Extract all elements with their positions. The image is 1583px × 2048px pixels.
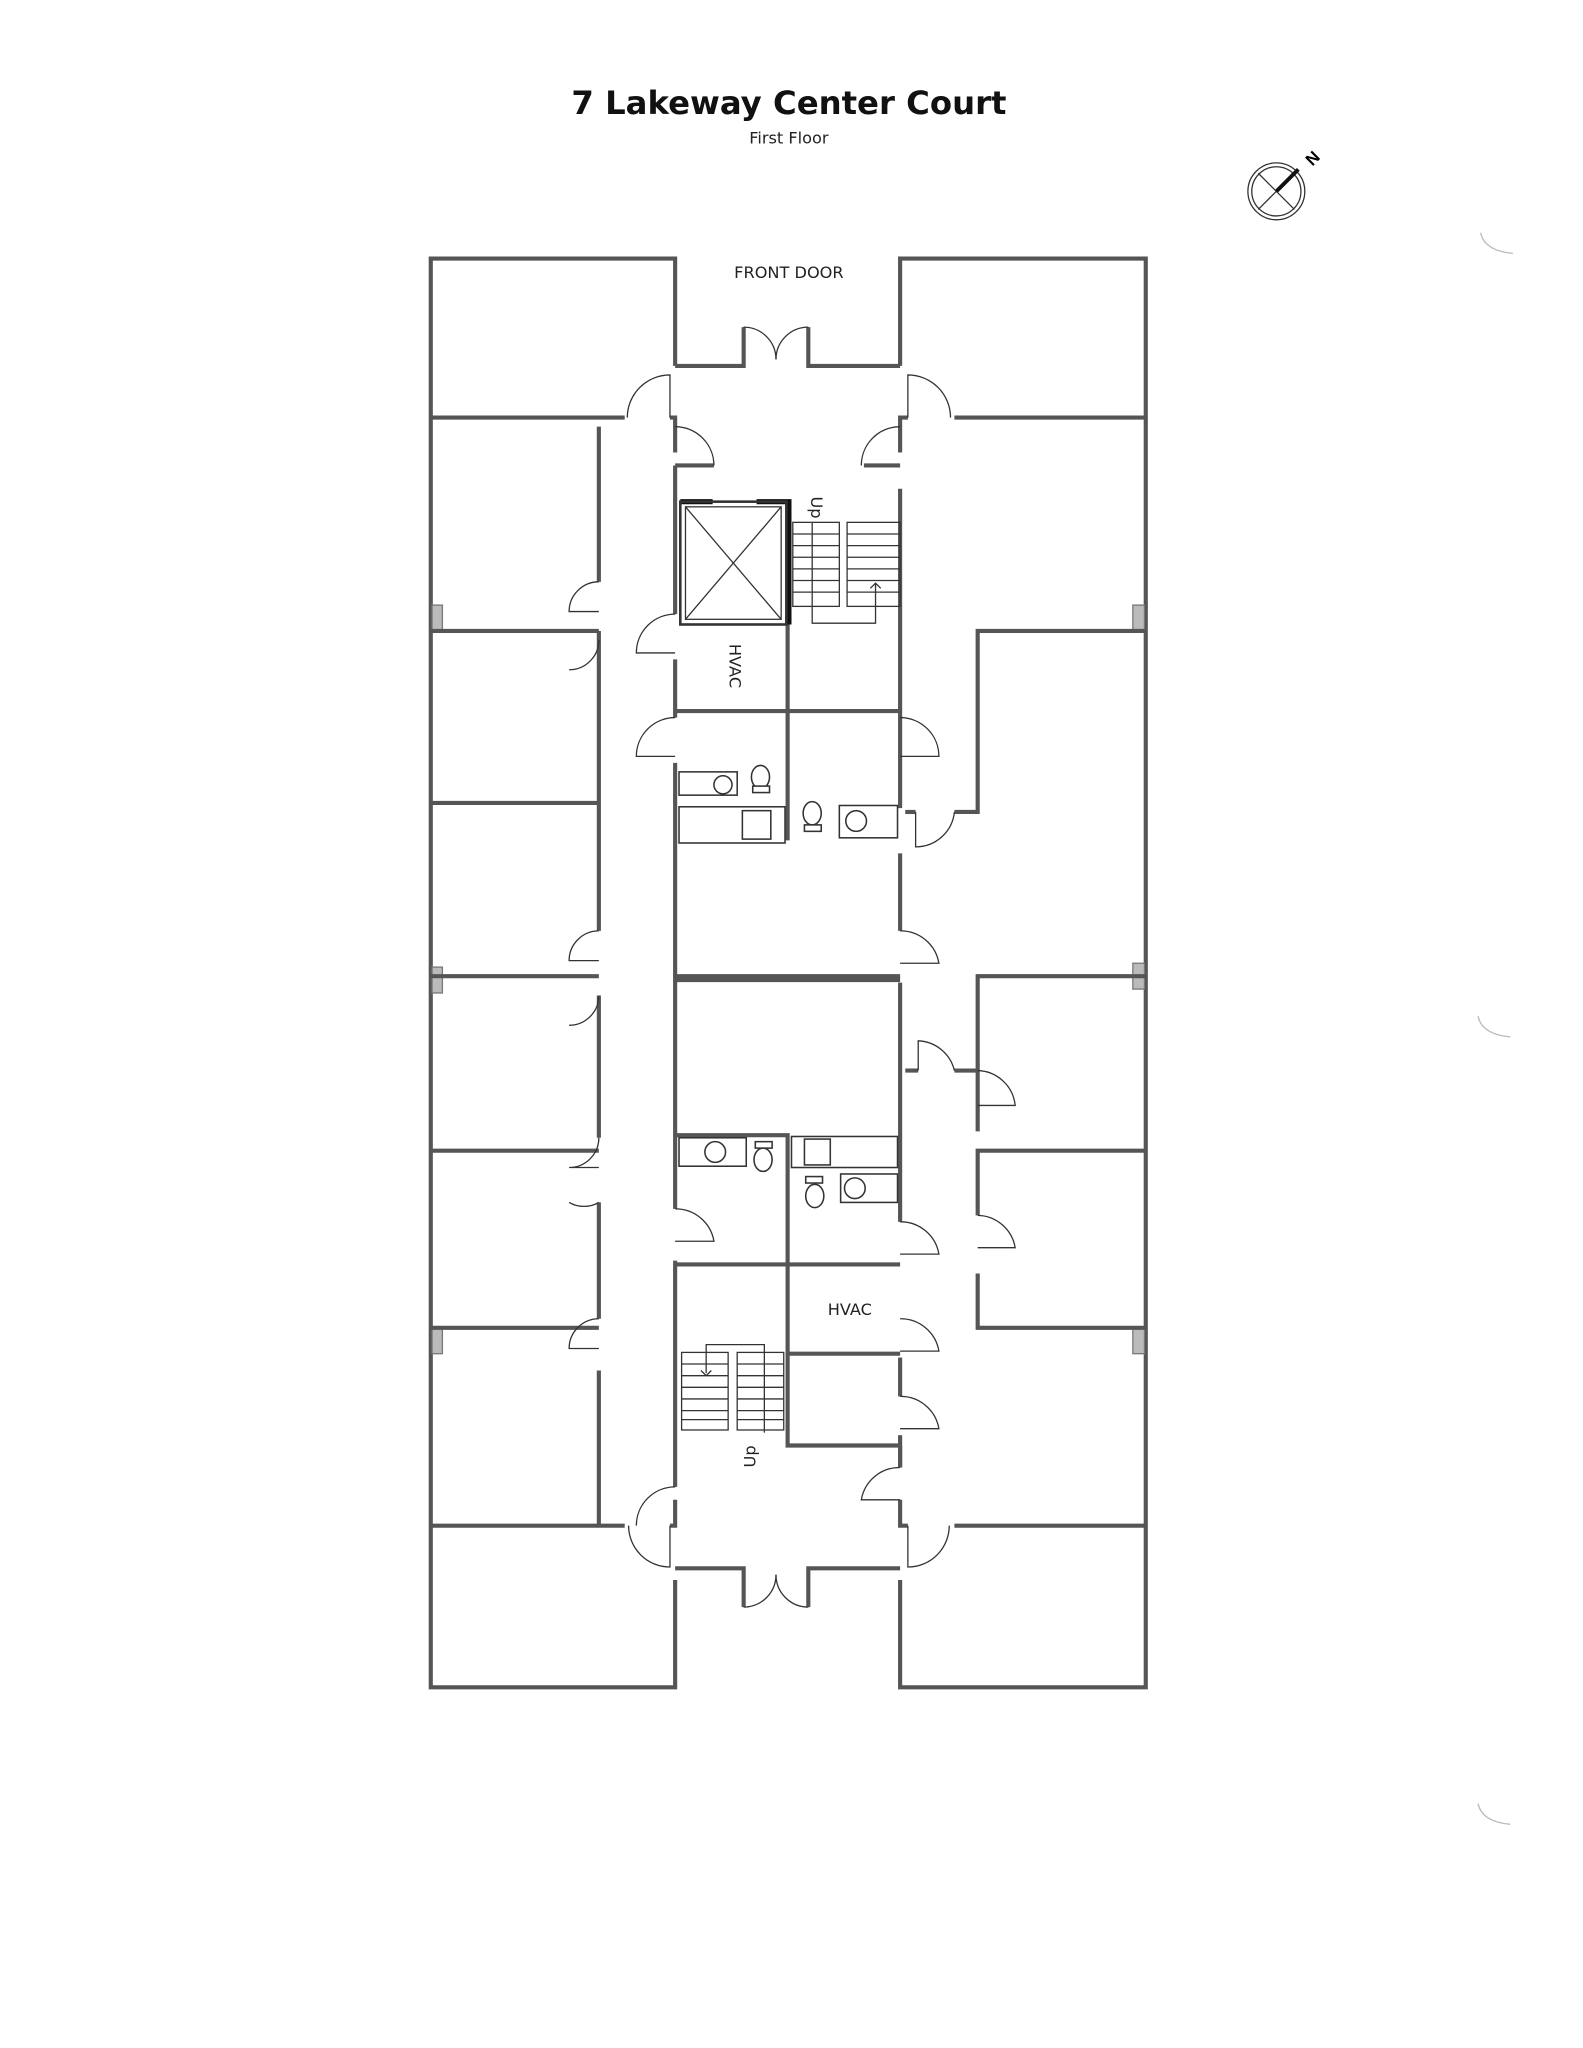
column — [431, 1327, 444, 1355]
hvac-label-upper: HVAC — [725, 644, 744, 688]
elevator — [679, 499, 792, 626]
stairs-upper — [792, 521, 901, 624]
stairs-lower — [680, 1344, 785, 1433]
page-title: 7 Lakeway Center Court — [571, 84, 1006, 122]
stairs-up-label-upper: Up — [807, 496, 826, 518]
floor-subtitle: First Floor — [749, 129, 829, 148]
exterior-walls — [428, 256, 1148, 1690]
left-wing-walls — [430, 415, 678, 1528]
hvac-label-lower: HVAC — [828, 1300, 872, 1319]
front-door-label: FRONT DOOR — [734, 263, 843, 282]
front-door-right — [775, 326, 809, 360]
stairs-up-label-lower: Up — [740, 1445, 759, 1467]
core-walls — [673, 463, 903, 1487]
doors — [568, 326, 1016, 1608]
column — [1132, 604, 1146, 632]
north-arrow-icon: N — [1247, 147, 1324, 221]
right-wing-walls — [898, 415, 1146, 1528]
front-door-left — [743, 326, 777, 360]
restroom-fixtures — [678, 764, 899, 1209]
north-label: N — [1302, 147, 1324, 169]
column — [431, 604, 444, 632]
column — [1132, 1327, 1146, 1355]
column — [431, 966, 444, 994]
rear-door-right — [775, 1574, 809, 1608]
rear-door-left — [743, 1574, 777, 1608]
paper-marks — [1477, 232, 1514, 1825]
